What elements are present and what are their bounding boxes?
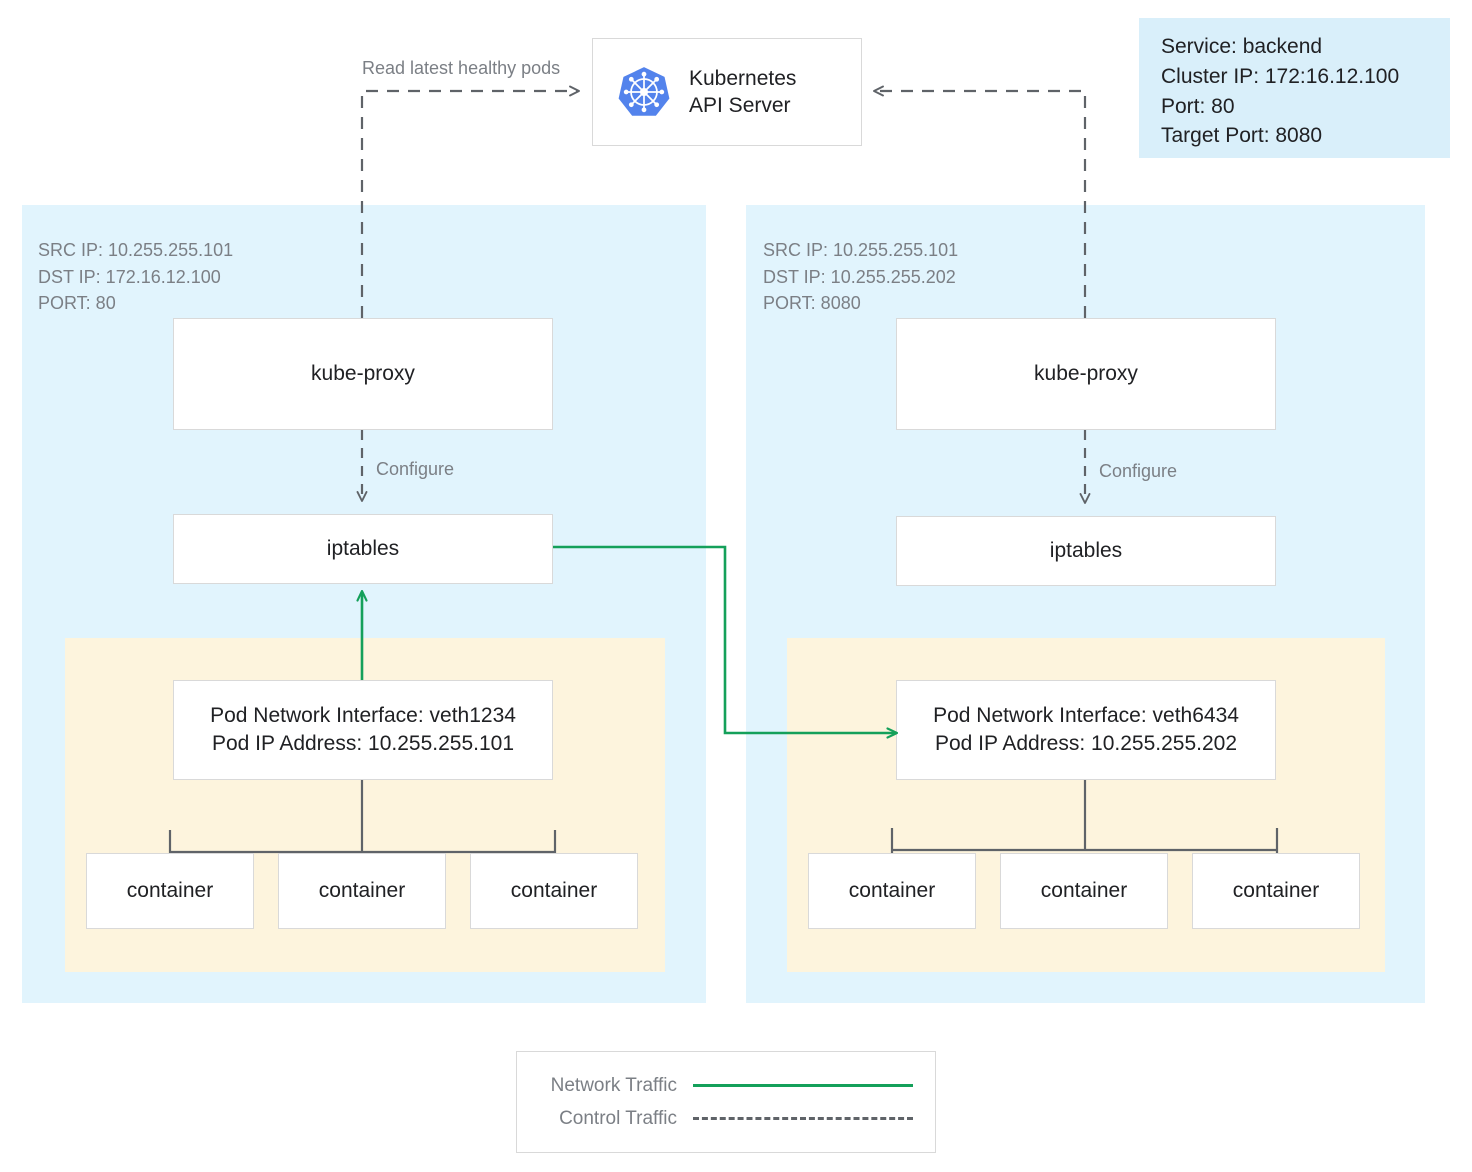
- node-left-configure-label: Configure: [376, 459, 455, 479]
- container-label: container: [318, 879, 406, 903]
- api-server-label: Kubernetes API Server: [689, 65, 796, 120]
- kubernetes-logo-icon: [617, 65, 671, 119]
- container-label: container: [1232, 879, 1320, 903]
- container-label: container: [126, 879, 214, 903]
- api-server-title-line2: API Server: [689, 94, 791, 117]
- node-right-iptables-box[interactable]: iptables: [896, 516, 1276, 586]
- node-right-meta: SRC IP: 10.255.255.101 DST IP: 10.255.25…: [763, 240, 959, 314]
- node-left-container-3[interactable]: container: [470, 853, 638, 929]
- node-right-iptables-label: iptables: [1049, 539, 1123, 563]
- read-latest-healthy-pods-label: Read latest healthy pods: [362, 58, 561, 78]
- legend-network-traffic-swatch: [693, 1084, 913, 1087]
- node-right-pod-interface-name: Pod Network Interface: veth6434: [933, 703, 1239, 727]
- legend-control-traffic-swatch: [693, 1117, 913, 1120]
- node-left-pod-interface-box[interactable]: Pod Network Interface: veth1234 Pod IP A…: [173, 680, 553, 780]
- node-left-kube-proxy-label: kube-proxy: [311, 362, 415, 386]
- service-info-target-port: Target Port: 8080: [1161, 124, 1323, 148]
- node-left-pod-ip: Pod IP Address: 10.255.255.101: [211, 732, 515, 755]
- kubernetes-api-server-box[interactable]: Kubernetes API Server: [592, 38, 862, 146]
- node-right-pod-interface-box[interactable]: Pod Network Interface: veth6434 Pod IP A…: [896, 680, 1276, 780]
- node-right-configure-label: Configure: [1099, 461, 1178, 481]
- service-info-box: Service: backend Cluster IP: 172:16.12.1…: [1139, 18, 1450, 158]
- node-right-kube-proxy-box[interactable]: kube-proxy: [896, 318, 1276, 430]
- service-info-cluster-ip: Cluster IP: 172:16.12.100: [1161, 64, 1400, 88]
- api-server-title-line1: Kubernetes: [689, 66, 797, 90]
- legend-control-traffic-label: Control Traffic: [559, 1107, 677, 1129]
- legend-box: Network Traffic Control Traffic: [516, 1051, 936, 1153]
- node-right-container-2[interactable]: container: [1000, 853, 1168, 929]
- node-left-kube-proxy-box[interactable]: kube-proxy: [173, 318, 553, 430]
- container-label: container: [848, 879, 936, 903]
- node-left-iptables-label: iptables: [326, 537, 400, 561]
- container-label: container: [510, 879, 598, 903]
- legend-row-network-traffic: Network Traffic: [517, 1075, 913, 1097]
- node-right-kube-proxy-label: kube-proxy: [1034, 362, 1138, 386]
- service-info-port: Port: 80: [1161, 94, 1235, 118]
- legend-network-traffic-label: Network Traffic: [550, 1074, 677, 1096]
- service-info-name: Service: backend: [1161, 35, 1323, 58]
- node-right-pod-ip: Pod IP Address: 10.255.255.202: [934, 732, 1238, 755]
- node-left-container-2[interactable]: container: [278, 853, 446, 929]
- node-right-container-1[interactable]: container: [808, 853, 976, 929]
- node-left-pod-interface-name: Pod Network Interface: veth1234: [210, 703, 516, 727]
- node-left-meta: SRC IP: 10.255.255.101 DST IP: 172.16.12…: [38, 240, 234, 314]
- container-label: container: [1040, 879, 1128, 903]
- legend-row-control-traffic: Control Traffic: [517, 1108, 913, 1130]
- node-left-container-1[interactable]: container: [86, 853, 254, 929]
- node-left-iptables-box[interactable]: iptables: [173, 514, 553, 584]
- node-right-container-3[interactable]: container: [1192, 853, 1360, 929]
